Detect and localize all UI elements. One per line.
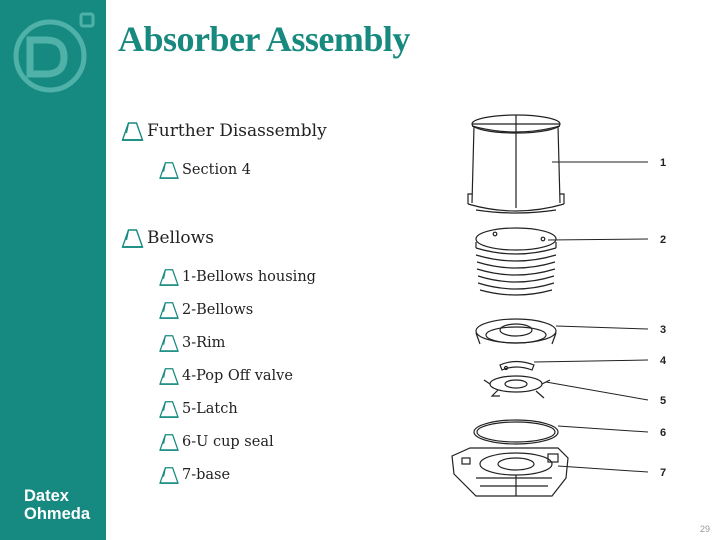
bullet-part-4: 4-Pop Off valve <box>158 367 293 385</box>
part-number: 4 <box>660 355 667 367</box>
bullet-text: 2-Bellows <box>182 302 254 318</box>
bullet-text: 5-Latch <box>182 401 238 417</box>
bullet-icon <box>158 268 180 286</box>
rim <box>475 318 557 345</box>
part-number: 1 <box>660 157 666 169</box>
bullet-text: 7-base <box>182 467 231 483</box>
bullet-text: 3-Rim <box>182 335 226 351</box>
brand-line-1: Datex <box>24 487 69 505</box>
brand-line-2: Ohmeda <box>24 505 91 523</box>
datex-logo-icon <box>13 12 95 93</box>
part-number: 6 <box>660 427 666 439</box>
page-number: 29 <box>699 524 710 534</box>
bullet-icon <box>158 433 180 451</box>
latch <box>483 375 551 399</box>
bullet-text: 6-U cup seal <box>182 434 274 450</box>
bullet-further-disassembly: Further Disassembly <box>120 121 327 141</box>
exploded-diagram: 1 2 3 4 5 6 7 <box>451 114 667 497</box>
bullet-icon <box>158 334 180 352</box>
pop-off-valve <box>499 360 535 371</box>
bullet-part-5: 5-Latch <box>158 400 238 418</box>
bullet-part-3: 3-Rim <box>158 334 225 352</box>
bullet-section: Section 4 <box>158 161 251 179</box>
bullet-text: Bellows <box>147 228 214 248</box>
brand-name: Datex Ohmeda <box>24 487 90 523</box>
bullet-text: Section 4 <box>182 162 252 178</box>
bullet-text: 1-Bellows housing <box>182 269 316 285</box>
bullet-icon <box>158 301 180 319</box>
slide-title: Absorber Assembly <box>118 19 410 59</box>
bullet-icon <box>158 367 180 385</box>
bullet-part-6: 6-U cup seal <box>158 433 274 451</box>
sidebar: Datex Ohmeda <box>0 0 106 540</box>
bullet-part-1: 1-Bellows housing <box>158 268 316 286</box>
bullet-icon <box>120 228 145 248</box>
bullet-text: Further Disassembly <box>147 121 327 141</box>
u-cup-seal <box>473 419 559 445</box>
part-number: 5 <box>660 395 666 407</box>
bullet-text: 4-Pop Off valve <box>182 368 293 384</box>
part-numbers: 1 2 3 4 5 6 7 <box>660 157 667 479</box>
bullet-part-7: 7-base <box>158 466 230 484</box>
bullet-icon <box>158 400 180 418</box>
leader-lines <box>533 161 649 473</box>
bellows-housing <box>467 114 565 214</box>
part-number: 3 <box>660 324 666 336</box>
bullet-icon <box>158 466 180 484</box>
bullet-bellows: Bellows <box>120 228 214 248</box>
part-number: 2 <box>660 234 666 246</box>
bullet-part-2: 2-Bellows <box>158 301 253 319</box>
bullet-icon <box>120 121 145 141</box>
base <box>451 447 569 497</box>
bullet-icon <box>158 161 180 179</box>
bellows <box>475 227 557 296</box>
part-number: 7 <box>660 467 666 479</box>
